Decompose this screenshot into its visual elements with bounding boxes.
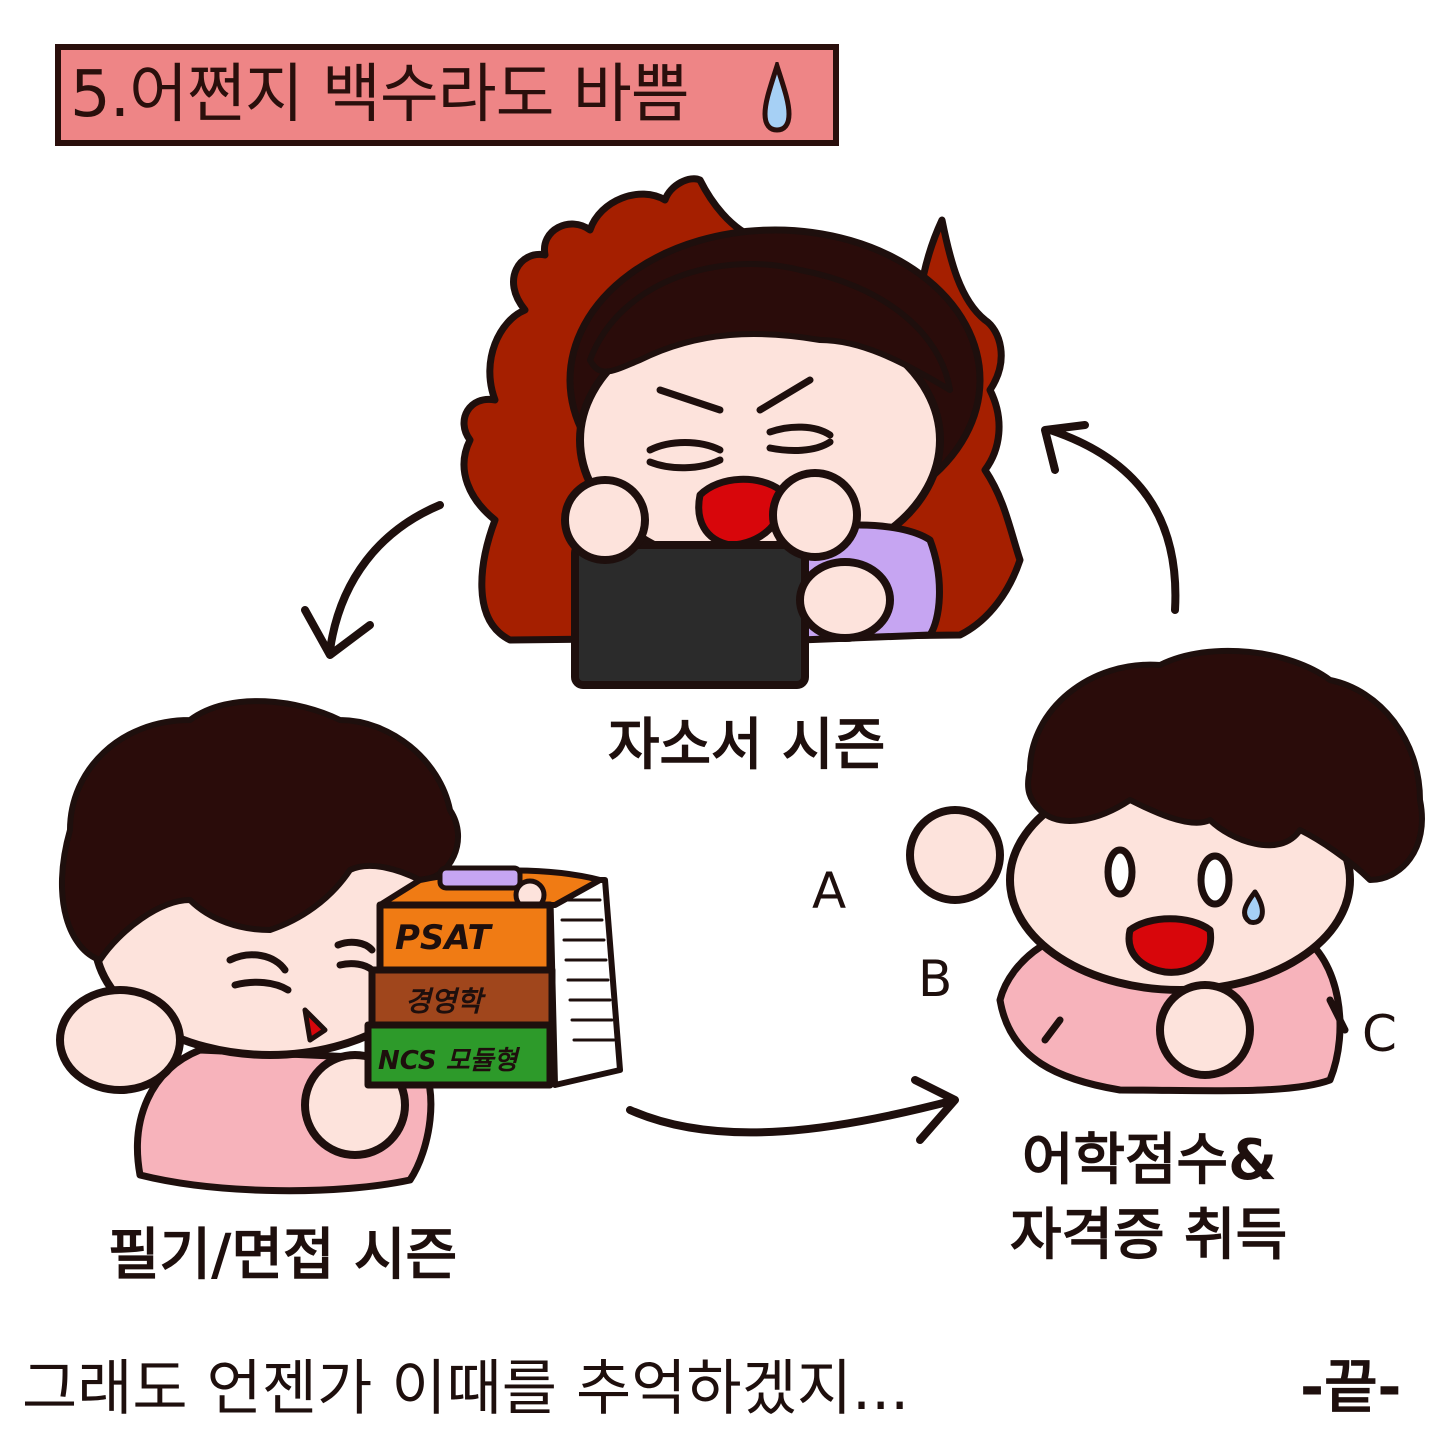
collar	[302, 1007, 328, 1043]
book-management	[368, 966, 556, 1029]
mouth	[1125, 915, 1215, 976]
right-fist	[769, 469, 861, 561]
sweat-drop-icon	[762, 62, 792, 133]
book-psat-label: PSAT	[395, 918, 491, 958]
scribble-a: A	[812, 862, 847, 920]
book-ncs	[364, 1021, 554, 1089]
top-character	[460, 175, 1024, 689]
page-title: 5.어쩐지 백수라도 바쁨	[70, 58, 690, 132]
left-eye	[646, 386, 724, 472]
hair	[1025, 647, 1425, 883]
tear	[1242, 889, 1265, 925]
scribble-c: C	[1362, 1005, 1397, 1063]
label-language-score: 어학점수&	[1022, 1128, 1277, 1193]
arrow-top-to-left	[301, 501, 444, 659]
book-ncs-label: NCS 모듈형	[378, 1046, 518, 1076]
footer-caption: 그래도 언젠가 이때를 추억하겠지...	[22, 1354, 910, 1424]
eye-right	[1197, 852, 1233, 908]
hair	[59, 698, 462, 963]
fist-raised	[906, 806, 1004, 904]
title-banner	[55, 44, 839, 146]
right-character	[906, 647, 1425, 1095]
arrow-left-to-right	[626, 1076, 959, 1144]
end-mark: -끝-	[1300, 1353, 1402, 1421]
eye-left	[226, 951, 292, 994]
laptop	[571, 541, 809, 689]
label-cover-letter-season: 자소서 시즌	[608, 713, 886, 778]
left-character	[56, 698, 623, 1195]
left-fist	[561, 476, 649, 564]
label-certificate: 자격증 취득	[1010, 1203, 1288, 1268]
book-management-label: 경영학	[405, 985, 483, 1018]
fist-lower	[1156, 981, 1254, 1079]
arrow-right-to-top	[1041, 421, 1180, 614]
scribble-b: B	[918, 950, 953, 1008]
right-eye	[756, 376, 834, 454]
arm-left	[56, 986, 184, 1094]
bangs	[587, 261, 953, 393]
book-stack	[364, 865, 623, 1089]
label-exam-interview-season: 필기/면접 시즌	[108, 1223, 458, 1288]
eye-left	[1104, 846, 1136, 898]
arm	[796, 558, 894, 642]
